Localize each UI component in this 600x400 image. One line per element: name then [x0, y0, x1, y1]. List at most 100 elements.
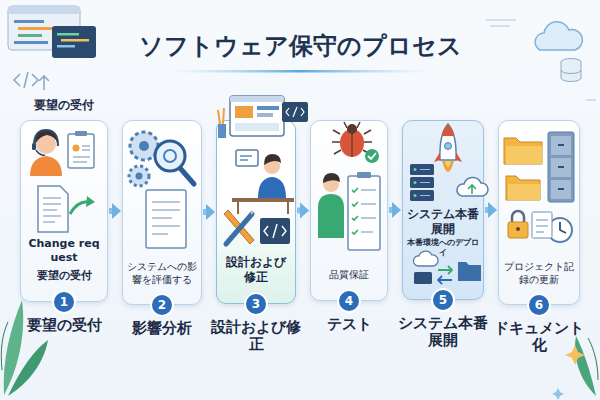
- step-number: 6: [529, 295, 549, 315]
- document-icon-part: [38, 186, 68, 232]
- developer-icon-part: [232, 198, 294, 202]
- gears-icon-part: [130, 132, 158, 160]
- design-monitor-part: [235, 106, 253, 118]
- lock-clock-icon-part: [548, 218, 572, 242]
- title-underline-part: [170, 70, 430, 73]
- operator-icon-part: [30, 156, 62, 176]
- tools-icon-part: [226, 214, 252, 244]
- step-number-badge: 4: [337, 289, 361, 313]
- lock-clock-icon: [508, 211, 572, 242]
- lock-clock-icon-part: [512, 211, 524, 222]
- operator-icon: [30, 130, 62, 176]
- rocket-icon: [434, 124, 462, 172]
- document-icon-part: [86, 196, 95, 207]
- server-icon-part: [410, 164, 434, 175]
- arrow-head: [112, 203, 121, 219]
- step-card: システムへの影響を評価する影響分析2: [122, 120, 202, 305]
- code-window-deco-part: [52, 26, 96, 58]
- checklist-icon: [348, 172, 380, 250]
- card-text: 要望の受付: [25, 269, 103, 283]
- card-heading: 要望の受付: [11, 98, 117, 113]
- deploy-icons-part: [458, 262, 481, 281]
- rocket-icon-part: [434, 152, 462, 162]
- developer-icon-part: [264, 158, 280, 174]
- magnifier-icon-part: [164, 150, 176, 162]
- tester-icon: [318, 173, 344, 238]
- title-underline: [170, 70, 430, 73]
- bug-icon-part: [351, 132, 352, 157]
- deploy-icons-part: [438, 276, 452, 284]
- bug-icon-part: [332, 122, 372, 154]
- step-card: 設計および修正設計および修正3: [216, 120, 296, 304]
- code-window-deco-part: [14, 72, 38, 88]
- rocket-icon-part: [442, 124, 454, 136]
- magnifier-icon-part: [180, 168, 194, 184]
- code-window-deco: [8, 6, 96, 90]
- leaves-deco-part: [8, 340, 48, 396]
- card-text: 本番環境へのデプロイ: [407, 238, 479, 258]
- tester-icon-part: [318, 194, 344, 238]
- card-text: システム本番展開: [407, 207, 479, 237]
- code-window-deco-part: [57, 45, 75, 48]
- server-icon-part: [410, 177, 434, 188]
- server-icon-part: [414, 181, 417, 184]
- leaves-deco-part: [588, 338, 598, 380]
- developer-icon-part: [258, 177, 286, 198]
- operator-icon-part: [34, 130, 58, 146]
- gears-icon-part: [139, 141, 149, 151]
- card-text: システムへの影響を評価する: [127, 261, 197, 286]
- leaves-deco: [1, 300, 598, 400]
- leaves-deco-part: [565, 345, 585, 365]
- step-number-badge: 2: [150, 293, 174, 317]
- card-text: 設計および修正: [221, 255, 291, 285]
- step-number: 5: [433, 290, 453, 310]
- gears-icon-part: [136, 173, 143, 180]
- cabinet-icon-part: [548, 132, 574, 202]
- flow-arrow: [203, 204, 215, 220]
- bug-icon-part: [347, 124, 357, 134]
- tools-icon-part: [264, 224, 286, 238]
- cloud-deco-part: [535, 22, 582, 50]
- checklist-icon-part: [361, 190, 376, 232]
- cloud-deco: [486, 20, 596, 100]
- server-icon-part: [420, 170, 430, 196]
- step-label: 要望の受付: [13, 317, 115, 334]
- clipboard-icon-part: [75, 131, 87, 136]
- deploy-icons-part: [414, 272, 432, 284]
- operator-icon-part: [36, 134, 56, 154]
- design-monitor-part: [286, 107, 304, 117]
- flow-arrow: [109, 203, 121, 219]
- arrow-head: [300, 203, 309, 219]
- design-monitor-part: [230, 96, 284, 136]
- magnifier-icon-part: [155, 141, 185, 171]
- gears-icon-part: [129, 166, 149, 186]
- deploy-icons-part: [413, 251, 438, 266]
- document-icon: [38, 186, 95, 232]
- rocket-icon-part: [445, 161, 451, 167]
- flow-arrow: [485, 202, 497, 218]
- cabinet-icon-part: [551, 158, 571, 177]
- design-monitor-part: [218, 108, 224, 124]
- checklist-icon-part: [352, 188, 358, 234]
- design-monitor-part: [218, 124, 226, 138]
- gears-icon: [129, 132, 158, 186]
- cabinet-icon-part: [551, 136, 571, 155]
- card-text: 品質保証: [315, 269, 383, 282]
- step-number-badge: 6: [527, 293, 551, 317]
- document-icon-part: [70, 202, 90, 214]
- clipboard-icon-part: [73, 145, 80, 152]
- bug-icon-part: [368, 153, 376, 159]
- lock-clock-icon-part: [536, 220, 548, 232]
- developer-icon: [232, 150, 294, 214]
- cloud-deco-part: [561, 70, 581, 74]
- tools-icon: [224, 210, 290, 244]
- step-label: ドキュメント化: [491, 320, 587, 355]
- code-window-deco-part: [14, 20, 44, 23]
- design-monitor-part: [235, 123, 279, 131]
- leaves-deco-part: [1, 322, 8, 370]
- design-monitor-part: [257, 113, 273, 117]
- code-window-deco-part: [8, 6, 80, 14]
- clipboard-icon: [68, 131, 94, 168]
- document-icon-part: [43, 198, 61, 222]
- code-window-deco-part: [61, 39, 89, 42]
